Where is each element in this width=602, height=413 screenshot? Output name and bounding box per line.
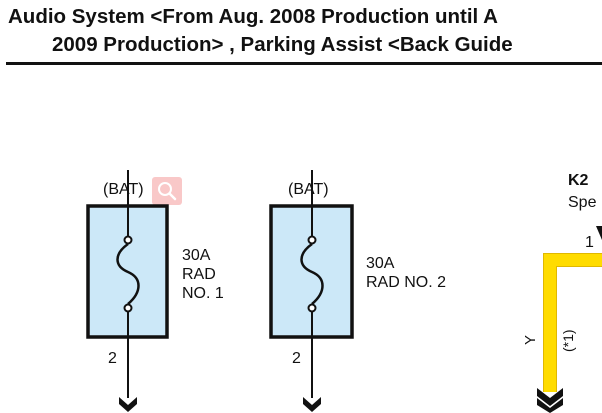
fuse-1-rating: 30A xyxy=(182,247,211,264)
down-arrow-icon xyxy=(119,397,137,412)
title-underline xyxy=(6,62,602,65)
fuse-1-name-line-2: NO. 1 xyxy=(182,285,224,302)
fuse-1-pin: 2 xyxy=(108,350,117,367)
wire-yellow xyxy=(543,253,602,392)
fuse-1-name-line-1: RAD xyxy=(182,266,216,283)
connector-k2: K2 Spe 1 Y (*1) xyxy=(522,172,602,413)
down-arrow-icon xyxy=(537,388,563,406)
title-line-1: Audio System <From Aug. 2008 Production … xyxy=(8,5,498,28)
connector-name: Spe xyxy=(568,194,597,211)
fuse-rad-no-1: (BAT) 30A RAD NO. 1 2 xyxy=(86,170,224,412)
connector-terminal-icon xyxy=(596,226,602,240)
wire-yellow-edge xyxy=(543,253,602,392)
down-arrow-icon xyxy=(303,397,321,412)
diagram-title: Audio System <From Aug. 2008 Production … xyxy=(8,3,602,59)
fuse-symbol-icon xyxy=(300,235,324,313)
down-arrow-icon xyxy=(537,398,563,413)
connector-code: K2 xyxy=(568,172,589,189)
wire-note: (*1) xyxy=(560,329,576,352)
title-line-2: 2009 Production> , Parking Assist <Back … xyxy=(52,33,513,56)
fuse-2-source-label: (BAT) xyxy=(288,181,329,198)
fuse-rad-no-2: (BAT) 30A RAD NO. 2 2 xyxy=(269,170,446,412)
fuse-2-pin: 2 xyxy=(292,350,301,367)
fuse-2-name-line-1: RAD NO. 2 xyxy=(366,274,446,291)
wire-color-label: Y xyxy=(522,335,539,345)
fuse-2-rating: 30A xyxy=(366,255,395,272)
magnifier-icon[interactable] xyxy=(152,177,182,205)
fuse-1-source-label: (BAT) xyxy=(103,181,144,198)
connector-pin: 1 xyxy=(585,234,594,251)
